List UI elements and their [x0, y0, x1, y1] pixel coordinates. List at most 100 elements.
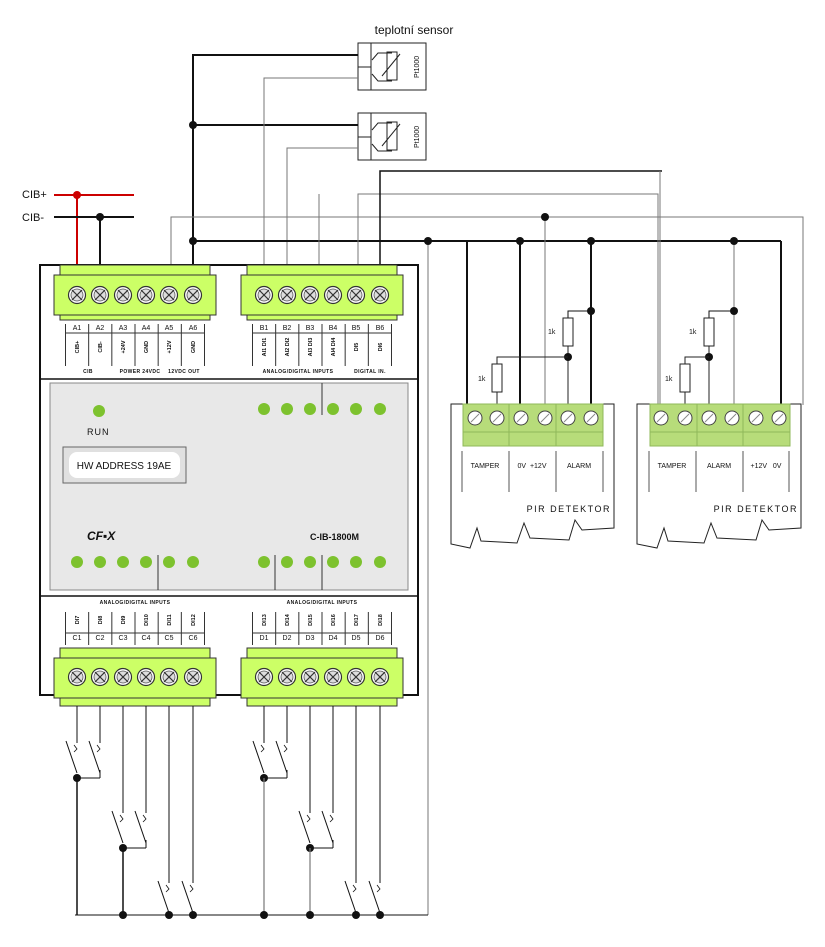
temperature-sensor-1: Pt1000	[357, 42, 427, 91]
terminal-id: D5	[352, 635, 361, 642]
terminal-function: DI12	[191, 614, 197, 626]
screw-terminal-icon	[67, 667, 87, 687]
terminal-function: AI2 DI2	[285, 338, 291, 357]
terminal-id: D2	[283, 635, 292, 642]
group-label: ANALOG/DIGITAL INPUTS	[100, 600, 171, 606]
terminal-id: B3	[306, 325, 315, 332]
terminal-function: +12V	[167, 340, 173, 353]
switch-icon	[368, 871, 381, 914]
terminal-id: C3	[119, 635, 128, 642]
terminal-id: A2	[96, 325, 105, 332]
screw-terminals	[467, 410, 599, 426]
pir-detector-2: TAMPER ALARM +12V 0V PIR DETEKTOR	[636, 403, 802, 549]
terminal-function: DI17	[354, 614, 360, 626]
switch-icon	[111, 801, 124, 844]
terminal-id: B2	[283, 325, 292, 332]
run-label: RUN	[87, 427, 110, 437]
thermistor-icon	[371, 51, 401, 82]
switch-icon	[88, 731, 101, 774]
detector-title: PIR DETEKTOR	[714, 504, 798, 514]
terminal-function: DI13	[262, 614, 268, 626]
terminal-labels: A1CIB+A2CIB-A3+24VA4GNDA5+12VA6GNDB1AI1 …	[65, 324, 392, 645]
pir-detector-1: TAMPER 0V +12V ALARM PIR DETEKTOR	[450, 403, 615, 549]
switch-icon	[321, 801, 334, 844]
resistor-label: 1k	[665, 376, 673, 383]
screw-terminal-icon	[67, 285, 87, 305]
resistor-label: 1k	[548, 329, 556, 336]
screw-terminal-icon	[136, 667, 156, 687]
screw-terminal-icon	[159, 667, 179, 687]
junction	[306, 911, 314, 919]
detector-title: PIR DETEKTOR	[527, 504, 611, 514]
switch-icon	[298, 801, 311, 844]
terminal-function: DI15	[308, 614, 314, 626]
terminal-id: B6	[376, 325, 385, 332]
led	[258, 403, 270, 415]
switch-icon	[157, 871, 170, 914]
terminal-function: DI10	[144, 614, 150, 626]
led	[187, 556, 199, 568]
run-led	[93, 405, 105, 417]
led	[281, 403, 293, 415]
sensor-wires	[189, 54, 358, 268]
terminal-id: D4	[329, 635, 338, 642]
screw-terminal-icon	[113, 667, 133, 687]
screw-terminal-icon	[323, 667, 343, 687]
screw-terminal-icon	[90, 285, 110, 305]
led	[374, 556, 386, 568]
screw-terminal-icon	[300, 285, 320, 305]
top-screw-terminals	[67, 285, 390, 305]
led	[140, 556, 152, 568]
terminal-function: GND	[144, 341, 150, 353]
sensor-type-label: Pt1000	[414, 126, 421, 148]
bottom-screw-terminals	[67, 667, 390, 687]
screw-terminal-icon	[277, 285, 297, 305]
terminal-id: B4	[329, 325, 338, 332]
screw-terminal-icon	[300, 667, 320, 687]
terminal-function: DI18	[378, 614, 384, 626]
terminal-function: GND	[191, 341, 197, 353]
switch-icon	[181, 871, 194, 914]
input-switches	[65, 706, 384, 919]
terminal-id: C2	[96, 635, 105, 642]
screw-terminal-icon	[346, 285, 366, 305]
sensor-type-label: Pt1000	[414, 56, 421, 78]
led	[350, 403, 362, 415]
terminal-id: A3	[119, 325, 128, 332]
sensor-title: teplotní sensor	[375, 23, 454, 37]
screw-terminals	[653, 410, 787, 426]
group-label: ANALOG/DIGITAL INPUTS	[287, 600, 358, 606]
group-label: 0V +12V	[518, 463, 547, 470]
group-label: ALARM	[567, 463, 591, 470]
terminal-function: DI5	[354, 343, 360, 352]
terminal-function: +24V	[121, 340, 127, 353]
led	[327, 556, 339, 568]
screw-terminal-icon	[370, 285, 390, 305]
cib-minus-label: CIB-	[22, 212, 44, 224]
screw-terminal-icon	[254, 285, 274, 305]
group-label: TAMPER	[471, 463, 500, 470]
terminal-id: C1	[73, 635, 82, 642]
screw-terminal-icon	[90, 667, 110, 687]
group-label: 12VDC OUT	[168, 369, 200, 375]
led	[94, 556, 106, 568]
screw-terminal-icon	[346, 667, 366, 687]
switch-icon	[134, 801, 147, 844]
junction	[165, 911, 173, 919]
junction	[376, 911, 384, 919]
group-label: ALARM	[707, 463, 731, 470]
junction	[119, 911, 127, 919]
led	[117, 556, 129, 568]
detector-1-resistors: 1k 1k	[478, 307, 595, 405]
switch-icon	[344, 871, 357, 914]
screw-terminal-icon	[183, 285, 203, 305]
group-label: DIGITAL IN.	[354, 369, 386, 375]
screw-terminal-icon	[277, 667, 297, 687]
terminal-function: DI7	[75, 616, 81, 625]
led	[258, 556, 270, 568]
terminal-id: B5	[352, 325, 361, 332]
screw-terminal-icon	[183, 667, 203, 687]
led	[281, 556, 293, 568]
screw-terminal-icon	[370, 667, 390, 687]
terminal-id: A5	[165, 325, 174, 332]
